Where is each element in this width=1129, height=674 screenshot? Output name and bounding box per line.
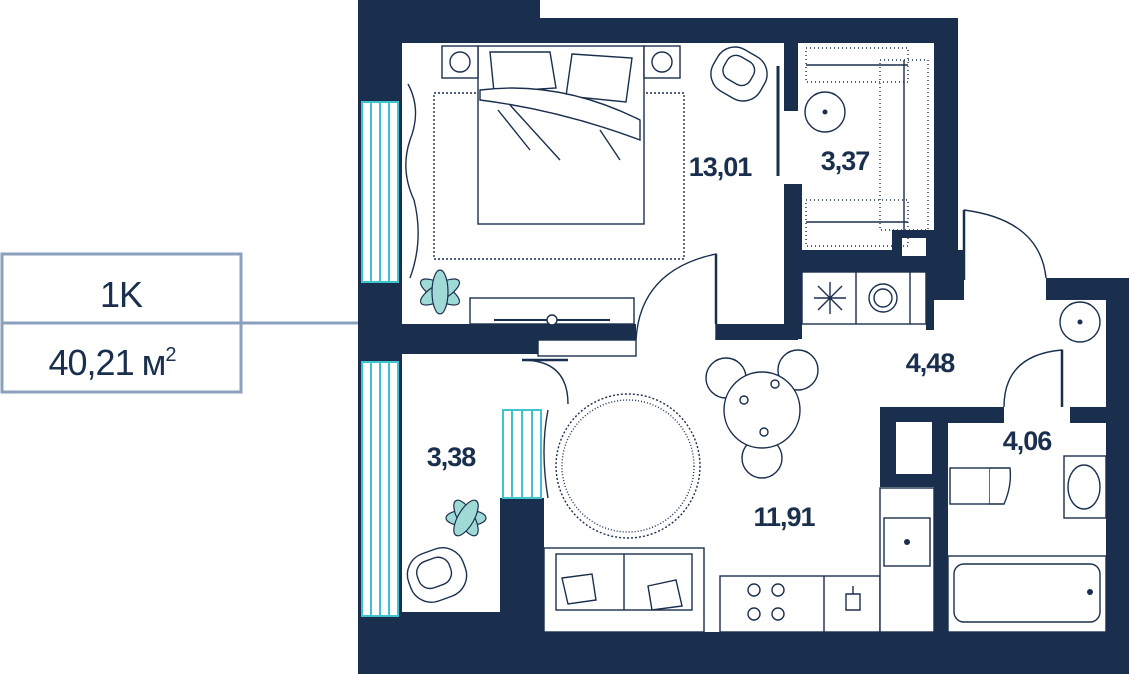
area-balcony: 3,38 (427, 442, 477, 472)
doors (521, 209, 1064, 408)
dining-table (705, 349, 819, 479)
curtain-bedroom (405, 83, 419, 279)
walls (358, 0, 1129, 674)
curtain-living (543, 409, 549, 499)
bathroom-fixtures (947, 301, 1107, 633)
window-bedroom (361, 101, 399, 283)
round-rug (555, 393, 701, 539)
armchair-bedroom (710, 46, 768, 102)
area-wardrobe: 3,37 (821, 146, 870, 176)
area-hall: 4,48 (906, 348, 956, 378)
wardrobe-racks (804, 47, 929, 247)
area-bathroom: 4,06 (1003, 426, 1053, 456)
window-balcony (361, 361, 399, 617)
kitchen-appliances (801, 271, 927, 325)
plant-bedroom (419, 269, 461, 315)
plant-balcony (445, 499, 487, 537)
dresser (469, 297, 635, 326)
bed (433, 45, 685, 260)
armchair-balcony (406, 547, 468, 603)
window-living (502, 409, 542, 499)
total-area-value: 40,21 (49, 342, 134, 383)
total-area-sup: 2 (165, 344, 176, 366)
sofa (543, 547, 705, 633)
total-area-unit: м (142, 342, 166, 383)
area-bedroom: 13,01 (689, 152, 753, 182)
kitchen-counter (719, 487, 935, 633)
area-living: 11,91 (753, 502, 815, 532)
unit-type-label: 1K (100, 274, 143, 315)
